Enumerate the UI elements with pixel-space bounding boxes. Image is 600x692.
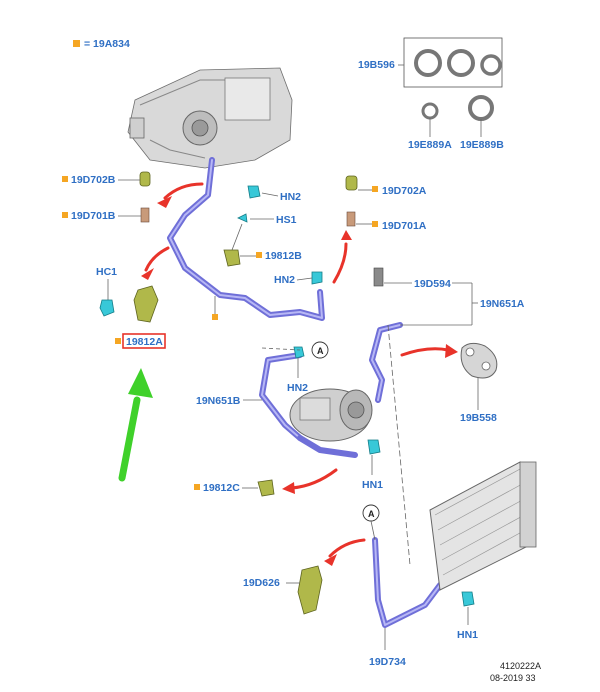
diagram-date: 08-2019 33 (490, 673, 536, 683)
valve-core-19D701B (140, 207, 150, 223)
bolt-HN1-lower-icon (461, 591, 475, 607)
pressure-sensor-19D594 (373, 267, 384, 287)
label-19812B: 19812B (265, 250, 302, 262)
pipes (167, 157, 443, 628)
legend-text: = 19A834 (84, 38, 130, 50)
bolt-HN2-upper-icon (247, 185, 261, 199)
valve-core-cap-19D702A (345, 175, 358, 191)
hvac-unit (127, 67, 293, 169)
red-arrows (141, 182, 458, 566)
gasket-19B558 (460, 342, 498, 379)
label-HC1: HC1 (96, 266, 117, 278)
highlight-box (122, 333, 166, 349)
bracket-19812A (133, 285, 159, 323)
label-19B596: 19B596 (358, 59, 395, 71)
callout-a-upper (311, 341, 329, 359)
callout-a-upper-text: A (317, 346, 324, 356)
diagram-reference: 4120222A (500, 661, 541, 671)
label-HN2-middle: HN2 (274, 274, 295, 286)
label-19E889B: 19E889B (460, 139, 504, 151)
seal-kit (403, 37, 503, 121)
bracket-19812C (257, 479, 275, 497)
label-HN2-upper: HN2 (280, 191, 301, 203)
label-HN1-lower: HN1 (457, 629, 478, 641)
green-arrow-icon (118, 368, 153, 482)
bracket-19812B (223, 249, 241, 267)
label-19N651B: 19N651B (196, 395, 241, 407)
label-19E889A: 19E889A (408, 139, 452, 151)
condenser (429, 461, 537, 591)
label-HN1-upper: HN1 (362, 479, 383, 491)
bolt-HN2-lower-icon (293, 346, 305, 359)
label-19812C: 19812C (203, 482, 240, 494)
stud-HS1-icon (237, 213, 248, 223)
bolt-HN1-upper-icon (367, 439, 381, 455)
bolt-HN2-middle-icon (311, 271, 323, 285)
valve-core-cap-19D702B (139, 171, 151, 187)
label-19D701A: 19D701A (382, 220, 427, 232)
label-19B558: 19B558 (460, 412, 497, 424)
bracket-19D626 (297, 565, 323, 615)
label-19812A: 19812A (126, 336, 163, 348)
valve-core-19D701A (346, 211, 356, 227)
label-HN2-lower: HN2 (287, 382, 308, 394)
label-19D626: 19D626 (243, 577, 280, 589)
label-19D701B: 19D701B (71, 210, 116, 222)
label-19D702B: 19D702B (71, 174, 116, 186)
label-19N651A: 19N651A (480, 298, 525, 310)
label-19D702A: 19D702A (382, 185, 427, 197)
callout-a-lower-text: A (368, 509, 375, 519)
compressor (289, 388, 373, 442)
bolt-HC1-icon (99, 299, 115, 317)
label-19D594: 19D594 (414, 278, 451, 290)
legend-bullet-icon (73, 40, 80, 47)
label-19D734: 19D734 (369, 656, 406, 668)
label-HS1: HS1 (276, 214, 297, 226)
